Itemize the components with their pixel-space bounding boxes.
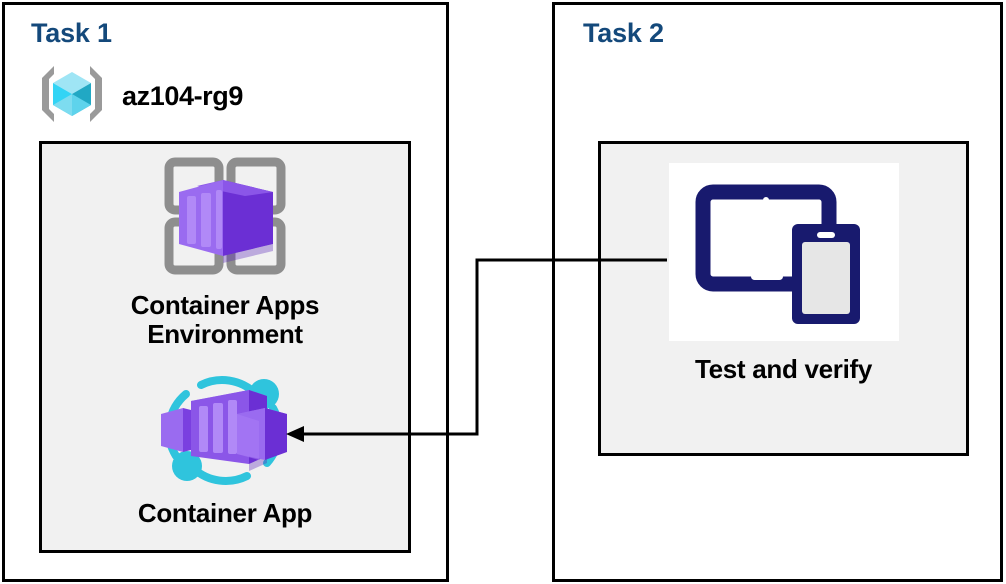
test-and-verify-devices-icon: [689, 174, 879, 331]
container-app-icon: [139, 368, 311, 495]
resource-group-cube-icon: [36, 58, 108, 135]
node-label-container-apps-environment: Container Apps Environment: [130, 290, 320, 350]
node-test-and-verify[interactable]: Test and verify: [598, 163, 969, 384]
test-and-verify-icon-plate: [668, 163, 899, 341]
resource-group-row: az104-rg9: [36, 58, 243, 135]
task-2-title: Task 2: [583, 18, 664, 48]
resource-group-name: az104-rg9: [122, 81, 243, 111]
node-label-container-app: Container App: [137, 498, 313, 528]
node-label-test-and-verify: Test and verify: [694, 354, 873, 384]
node-container-app[interactable]: Container App: [39, 368, 411, 528]
node-container-apps-environment[interactable]: Container Apps Environment: [39, 152, 411, 349]
container-apps-environment-icon: [145, 152, 305, 285]
task-1-title: Task 1: [31, 18, 112, 48]
